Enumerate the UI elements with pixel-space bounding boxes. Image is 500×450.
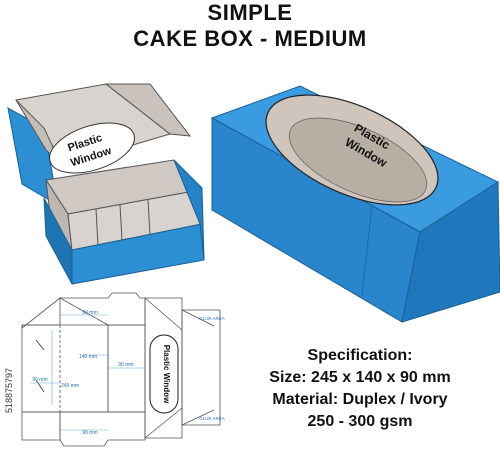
lid-window	[49, 122, 135, 174]
dim-mid-side: 90 mm	[118, 362, 133, 368]
title-line-1: SIMPLE	[207, 0, 293, 25]
dieline-dimension-lines	[30, 314, 145, 431]
spec-size: Size: 245 x 140 x 90 mm	[269, 369, 451, 386]
dim-bottom-width: 90 mm	[82, 430, 97, 436]
dim-top-width: 90 mm	[82, 310, 97, 316]
open-box: Plastic Window	[7, 83, 205, 285]
dieline-window	[149, 334, 179, 414]
dim-main-height: 245 mm	[61, 383, 79, 389]
dieline-window-label: Plastic Window	[162, 345, 171, 404]
dim-left-height: 90 mm	[32, 377, 47, 383]
dieline	[21, 292, 221, 447]
closed-box: Plastic Window	[210, 85, 500, 323]
spec-weight: 250 - 300 gsm	[307, 413, 413, 430]
stock-id: 518875797	[4, 367, 14, 413]
spec-material: Material: Duplex / Ivory	[272, 391, 448, 408]
title-line-2: CAKE BOX - MEDIUM	[133, 26, 367, 51]
glue-area-bottom: GLUE AREA	[199, 416, 225, 421]
spec-heading: Specification:	[307, 347, 413, 364]
dim-mid-width: 140 mm	[79, 354, 97, 360]
glue-area-top: GLUE AREA	[199, 316, 225, 321]
